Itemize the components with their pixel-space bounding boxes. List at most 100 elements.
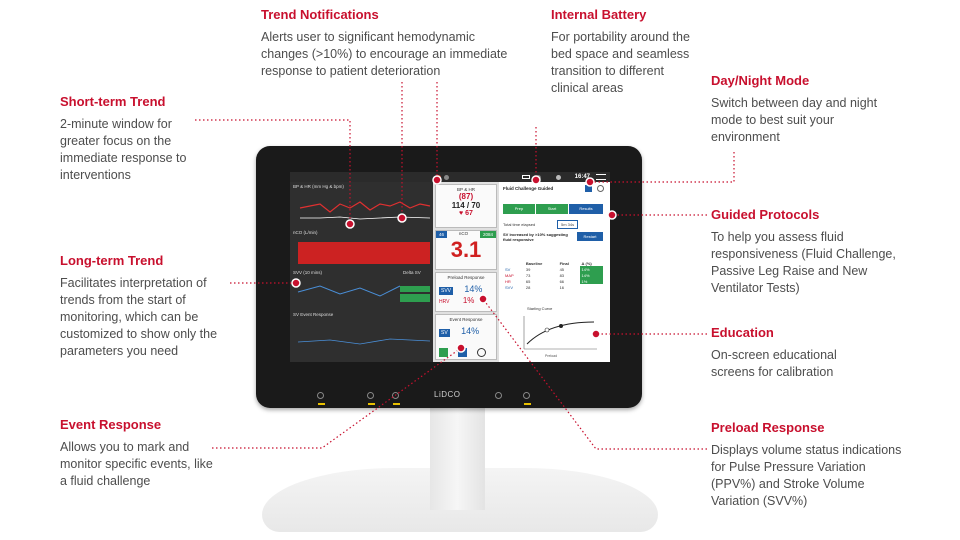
play-led [368,403,375,405]
start-button[interactable]: Start [536,204,568,214]
tile-bp-dia: 70 [471,201,481,210]
play-bezel-icon[interactable] [367,392,374,399]
dropdown-icon[interactable] [585,185,592,192]
callout-description: For portability around the bed space and… [551,30,690,95]
hr-trace [300,216,431,220]
callout-title: Preload Response [711,420,825,435]
tile-bp-values: 114 / 70 [451,201,481,210]
tile-nco-right: 2084 [479,231,496,238]
callout-description: On-screen educational screens for calibr… [711,348,837,379]
callout-description: Facilitates interpretation of trends fro… [60,276,218,358]
tile-nco-name: nCO [458,231,469,236]
table-cell [580,284,603,290]
event-trace [297,338,431,345]
table-cell: 73 [525,272,531,278]
tile-preload-hrv-label: HRV [439,299,450,305]
table-cell: 16 [559,284,565,290]
day-night-icon[interactable] [556,175,561,180]
table-cell: 14% [579,266,603,272]
table-header-cell: Δ (%) [581,260,592,266]
callout-description: Displays volume status indications for P… [711,443,902,508]
table-cell: SV [505,266,511,272]
plot-nco-label: nCO (L/min) [293,230,318,235]
tile-preload-hrv-row: HRV 1% [436,296,496,305]
clock: 16:47 [574,174,590,180]
tile-bp-map: (87) [458,192,474,201]
delta-sv-bar [400,294,430,302]
tile-bp-hr-value: ♥ 67 [459,210,473,217]
bp-trace [299,201,431,213]
table-row: MAP 73 83 14% [503,272,603,278]
alarm-icon[interactable] [536,175,541,180]
tile-preload-hrv-value: 1% [462,296,475,305]
callout-day-night-mode: Day/Night Mode Switch between day and ni… [711,73,891,146]
plot-delta-label: Delta SV [403,270,421,275]
curve-title: Starling Curve [527,306,553,311]
callout-title: Trend Notifications [261,7,379,22]
tile-event-row: SV 14% [436,326,496,337]
callout-description: 2-minute window for greater focus on the… [60,117,187,182]
battery-icon [522,175,530,179]
tile-preload-response[interactable]: Preload Response SVV 14% HRV 1% [435,272,497,312]
table-cell: HR [505,278,511,284]
nco-area [298,242,430,264]
restart-button[interactable]: Restart [577,232,603,241]
table-header-cell: Final [559,260,569,266]
cursor-icon [444,175,449,180]
table-cell: 39 [525,266,531,272]
elapsed-label: Total time elapsed [503,222,536,227]
callout-description: Switch between day and night mode to bes… [711,96,878,144]
fluid-challenge-panel: Fluid Challenge Guided Prep Start Result… [499,182,610,362]
callout-internal-battery: Internal Battery For portability around … [551,7,691,97]
play-icon[interactable] [439,348,448,357]
callout-preload-response: Preload Response Displays volume status … [711,420,911,510]
brand-logo: LiDCO [434,390,461,399]
callout-trend-notifications: Trend Notifications Alerts user to signi… [261,7,511,80]
tile-bp-hr[interactable]: BP & HR (87) 114 / 70 ♥ 67 [435,184,497,228]
plot-svv-label: SVV (10 mins) [293,270,323,275]
callout-title: Day/Night Mode [711,73,810,88]
event-led [393,403,400,405]
pause-icon[interactable] [458,348,467,357]
timer-icon[interactable] [477,348,486,357]
monitor-stand-neck [430,405,485,510]
tile-nco[interactable]: 46 nCO 2084 3.1 [435,230,497,270]
power-button-icon[interactable] [317,392,324,399]
trend-traces [297,201,431,345]
event-bezel-icon[interactable] [392,392,399,399]
brightness-led [524,403,531,405]
prep-button[interactable]: Prep [503,204,535,214]
sv-message: SV increased by >10% suggesting fluid re… [503,232,568,242]
tile-preload-svv-value: 14% [464,284,483,294]
close-icon[interactable] [597,185,604,192]
table-cell: 66 [559,278,565,284]
callout-event-response: Event Response Allows you to mark and mo… [60,417,220,490]
notification-dot-icon[interactable] [436,175,441,180]
monitor-screen: 16:47 BP & HR (mm Hg & bpm) nCO (L/min) … [290,172,610,362]
panel-title: Fluid Challenge Guided [503,186,554,191]
table-cell: 83 [559,272,565,278]
callout-title: Guided Protocols [711,207,820,222]
callout-description: To help you assess fluid responsiveness … [711,230,896,295]
callout-description: Alerts user to significant hemodynamic c… [261,30,508,78]
settings-bezel-icon[interactable] [495,392,502,399]
table-cell: 14% [579,272,603,278]
tile-event-name: Event Response [449,317,483,322]
callout-title: Education [711,325,774,340]
table-cell: MAP [505,272,514,278]
table-cell: 28 [525,284,531,290]
brightness-bezel-icon[interactable] [523,392,530,399]
table-cell: 45 [559,266,565,272]
callout-long-term-trend: Long-term Trend Facilitates interpretati… [60,253,225,360]
callout-title: Internal Battery [551,7,647,22]
menu-icon[interactable] [596,174,606,180]
table-row: SV 39 45 14% [503,266,603,272]
callout-title: Event Response [60,417,162,432]
results-button[interactable]: Results [569,204,603,214]
parameter-tiles: BP & HR (87) 114 / 70 ♥ 67 46 nCO 2084 3… [433,182,499,362]
delta-sv-bar-2 [400,286,430,292]
tile-event-response[interactable]: Event Response SV 14% [435,314,497,360]
